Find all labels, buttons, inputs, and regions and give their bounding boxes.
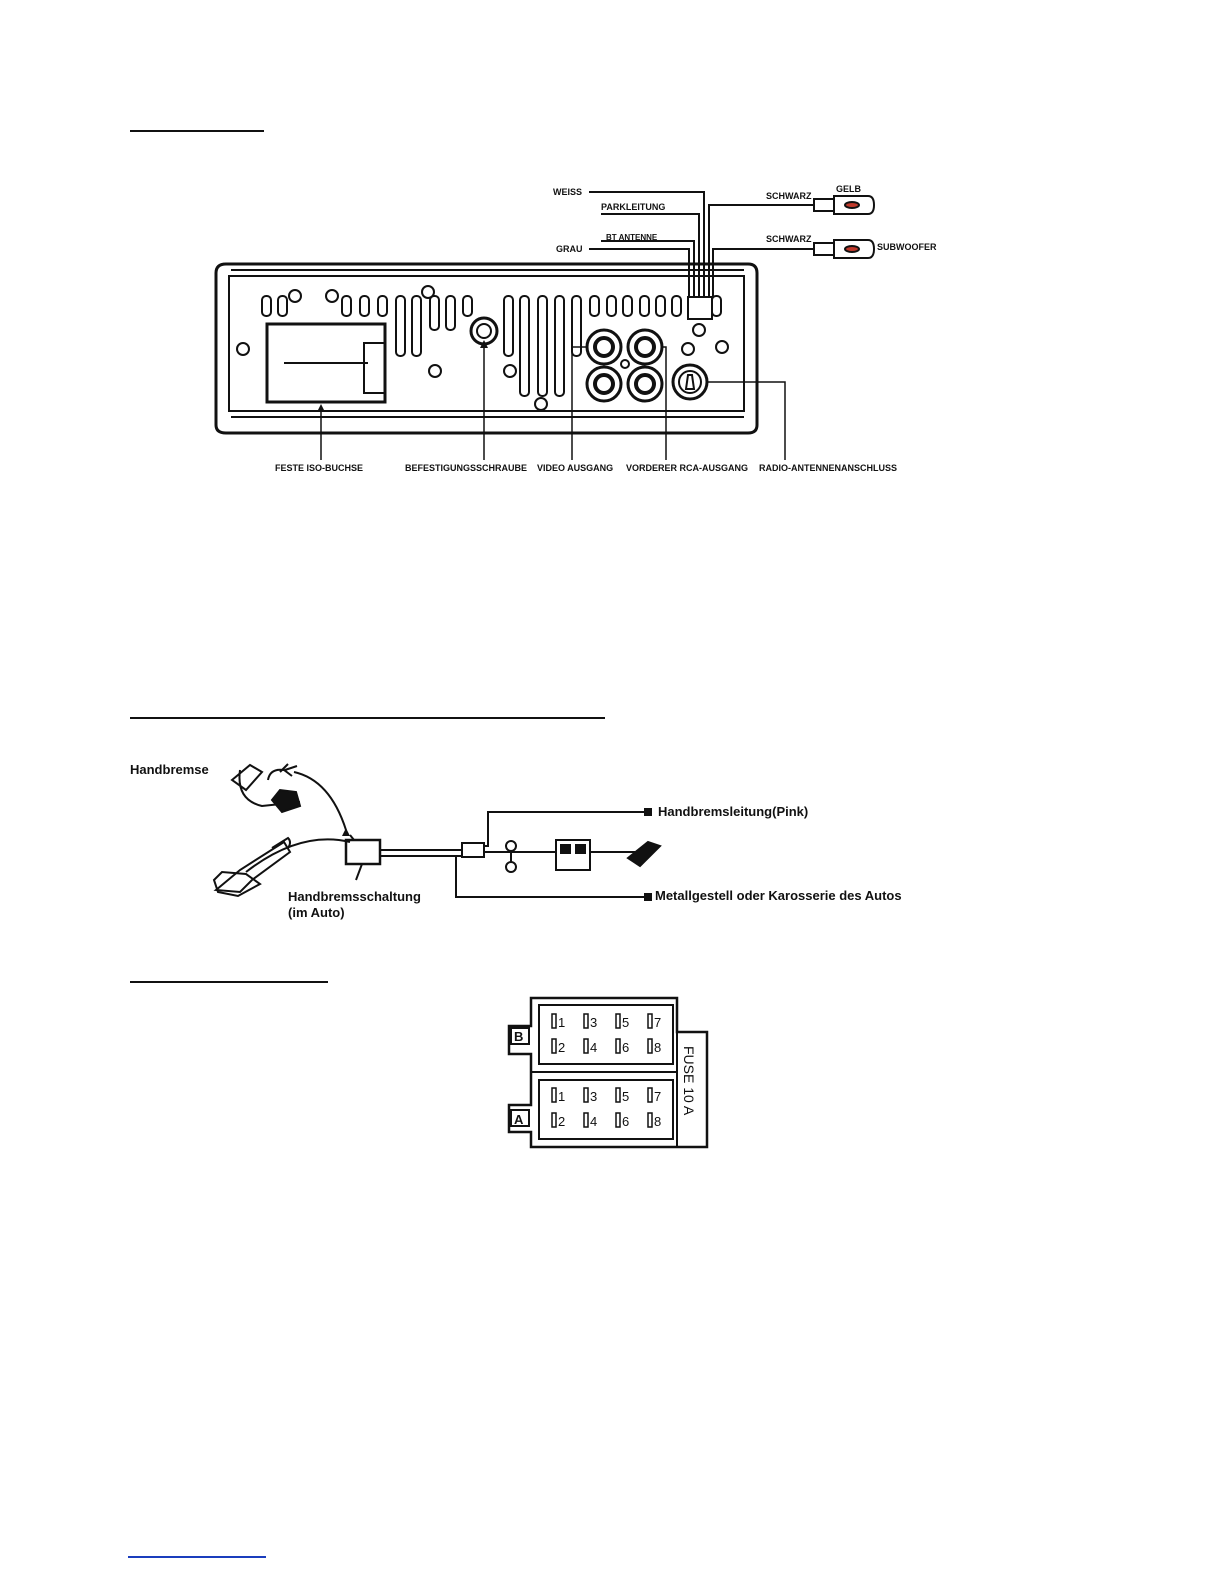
section-heading-rule-2 (130, 717, 605, 719)
label-gelb: GELB (836, 184, 862, 194)
footer-rule (128, 1556, 266, 1558)
label-video-ausgang: VIDEO AUSGANG (537, 463, 613, 473)
label-radio-antennenanschluss: RADIO-ANTENNENANSCHLUSS (759, 463, 897, 473)
section-heading-rule-3 (130, 981, 328, 983)
label-weiss: WEISS (553, 187, 582, 197)
label-schwarz-2: SCHWARZ (766, 234, 812, 244)
label-feste-iso-buchse: FESTE ISO-BUCHSE (275, 463, 363, 473)
label-schwarz-1: SCHWARZ (766, 191, 812, 201)
label-vorderer-rca-ausgang: VORDERER RCA-AUSGANG (626, 463, 748, 473)
label-befestigungsschraube: BEFESTIGUNGSSCHRAUBE (405, 463, 527, 473)
label-grau: GRAU (556, 244, 583, 254)
label-parkleitung: PARKLEITUNG (601, 202, 665, 212)
label-subwoofer: SUBWOOFER (877, 242, 937, 252)
label-bt-antenne: BT ANTENNE (606, 233, 658, 242)
section-heading-rule-1 (130, 130, 264, 132)
